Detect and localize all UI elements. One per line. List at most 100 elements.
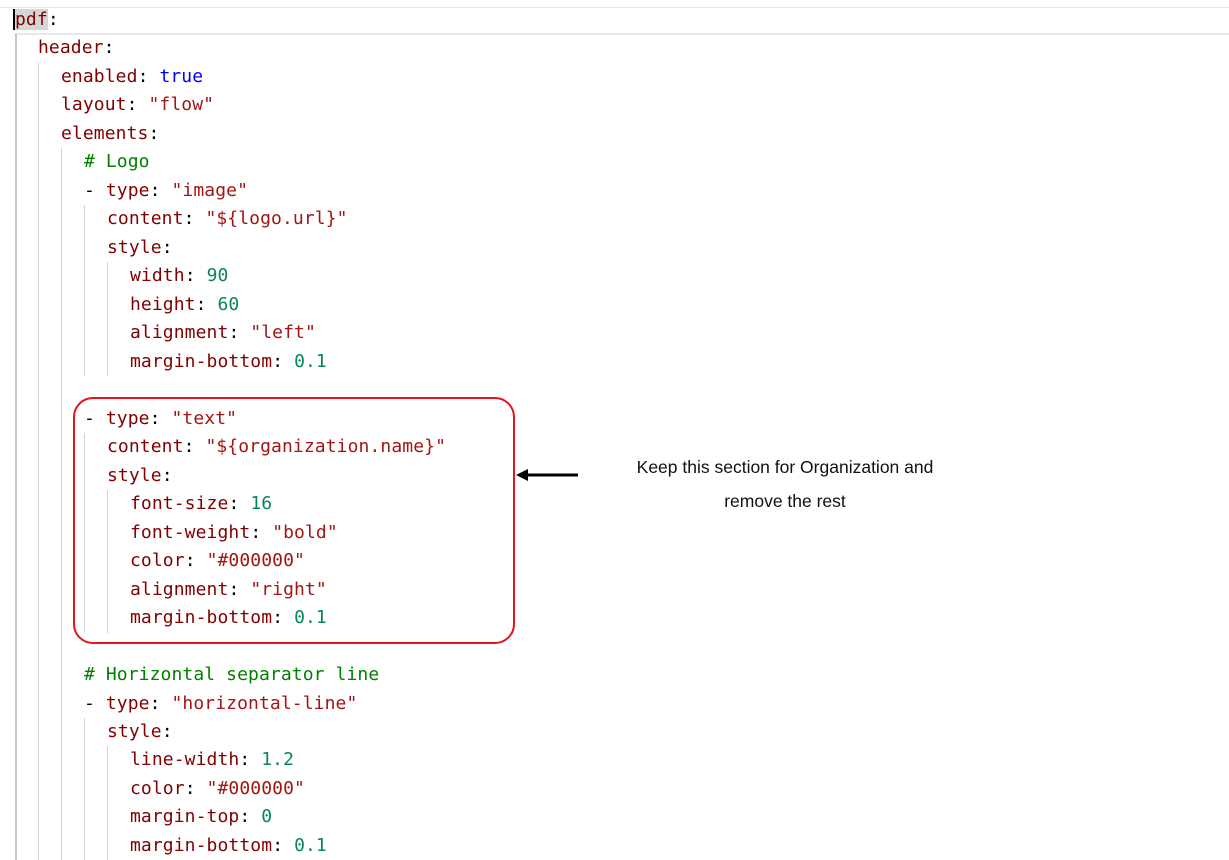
indent-guide: [38, 518, 61, 548]
code-line[interactable]: margin-bottom: 0.1: [15, 604, 327, 633]
code-token: :: [272, 350, 295, 372]
code-line[interactable]: enabled: true: [15, 62, 203, 92]
code-token: "flow": [148, 94, 215, 116]
code-line[interactable]: - type: "horizontal-line": [15, 689, 357, 719]
code-token: 16: [250, 493, 273, 515]
indent-guide: [15, 34, 38, 63]
code-line[interactable]: margin-top: 0: [15, 803, 272, 832]
code-line[interactable]: alignment: "left": [15, 319, 316, 348]
indent-guide: [38, 803, 61, 832]
code-token: :: [239, 749, 262, 771]
indent-guide: [61, 433, 84, 462]
indent-guide: [107, 746, 130, 775]
code-token: :: [47, 9, 59, 30]
code-line[interactable]: # Logo: [15, 148, 150, 177]
code-line[interactable]: line-width: 1.2: [15, 746, 294, 775]
code-token: :: [148, 122, 160, 144]
indent-guide: [15, 148, 38, 177]
code-line[interactable]: [15, 632, 84, 662]
indent-guide: [84, 774, 107, 804]
indent-guide: [61, 176, 84, 206]
indent-guide: [107, 604, 130, 633]
code-token: -: [84, 407, 106, 429]
indent-guide: [84, 205, 107, 234]
code-line[interactable]: color: "#000000": [15, 774, 305, 804]
indent-guide: [84, 803, 107, 832]
annotation-text-line1: Keep this section for Organization and: [636, 457, 934, 477]
code-line[interactable]: style:: [15, 233, 173, 263]
code-line[interactable]: margin-bottom: 0.1: [15, 347, 327, 377]
indent-guide: [61, 831, 84, 860]
indent-guide: [15, 774, 38, 804]
code-line[interactable]: [15, 376, 84, 405]
code-token: content: [107, 208, 184, 230]
indent-guide: [61, 774, 84, 804]
code-line[interactable]: pdf:: [13, 6, 59, 35]
indent-guide: [15, 803, 38, 832]
indent-guide: [15, 119, 38, 149]
code-line[interactable]: color: "#000000": [15, 547, 305, 576]
indent-guide: [15, 461, 38, 491]
code-line[interactable]: style:: [15, 461, 173, 491]
code-token: "bold": [272, 521, 338, 543]
indent-guide: [84, 746, 107, 775]
indent-guide: [38, 176, 61, 206]
indent-guide: [38, 661, 61, 690]
indent-guide: [61, 262, 84, 291]
code-line[interactable]: font-size: 16: [15, 490, 272, 519]
indent-guide: [38, 119, 61, 149]
indent-guide: [38, 319, 61, 348]
code-token: "image": [171, 179, 249, 201]
code-token: -: [84, 692, 106, 714]
code-token: color: [130, 777, 185, 799]
code-line[interactable]: style:: [15, 718, 173, 747]
indent-guide: [15, 746, 38, 775]
indent-guide: [38, 62, 61, 92]
code-token: pdf: [13, 9, 48, 30]
code-token: 60: [217, 293, 240, 315]
indent-guide: [61, 661, 84, 690]
code-token: enabled: [61, 65, 138, 87]
code-line[interactable]: # Horizontal separator line: [15, 661, 379, 690]
indent-guide: [15, 518, 38, 548]
indent-guide: [61, 575, 84, 605]
code-line[interactable]: margin-bottom: 0.1: [15, 831, 327, 860]
code-line[interactable]: alignment: "right": [15, 575, 327, 605]
code-line[interactable]: - type: "text": [15, 404, 237, 434]
code-line[interactable]: content: "${logo.url}": [15, 205, 348, 234]
code-token: :: [183, 208, 206, 230]
code-token: -: [84, 179, 106, 201]
indent-guide: [61, 404, 84, 434]
indent-guide: [15, 689, 38, 719]
code-token: "left": [250, 322, 316, 344]
indent-guide: [15, 176, 38, 206]
indent-guide: [38, 233, 61, 263]
code-token: "#000000": [206, 550, 305, 572]
indent-guide: [15, 632, 38, 662]
code-line[interactable]: layout: "flow": [15, 91, 214, 120]
code-token: margin-bottom: [130, 834, 273, 856]
code-line[interactable]: height: 60: [15, 290, 240, 320]
code-line[interactable]: content: "${organization.name}": [15, 433, 446, 462]
code-token: font-weight: [130, 521, 251, 543]
indent-guide: [15, 718, 38, 747]
indent-guide: [61, 803, 84, 832]
code-line[interactable]: elements:: [15, 119, 160, 149]
code-token: margin-bottom: [130, 607, 273, 629]
code-token: :: [195, 293, 218, 315]
code-token: :: [228, 322, 251, 344]
code-token: :: [250, 521, 273, 543]
arrow-left-icon: [516, 469, 578, 481]
indent-guide: [107, 490, 130, 519]
code-line[interactable]: width: 90: [15, 262, 228, 291]
indent-guide: [61, 376, 84, 405]
code-line[interactable]: header:: [15, 34, 115, 63]
indent-guide: [15, 262, 38, 291]
indent-guide: [107, 831, 130, 860]
code-token: 1.2: [261, 749, 295, 771]
indent-guide: [38, 262, 61, 291]
code-line[interactable]: - type: "image": [15, 176, 249, 206]
code-token: margin-top: [130, 806, 240, 828]
code-token: elements: [61, 122, 149, 144]
code-line[interactable]: font-weight: "bold": [15, 518, 338, 548]
